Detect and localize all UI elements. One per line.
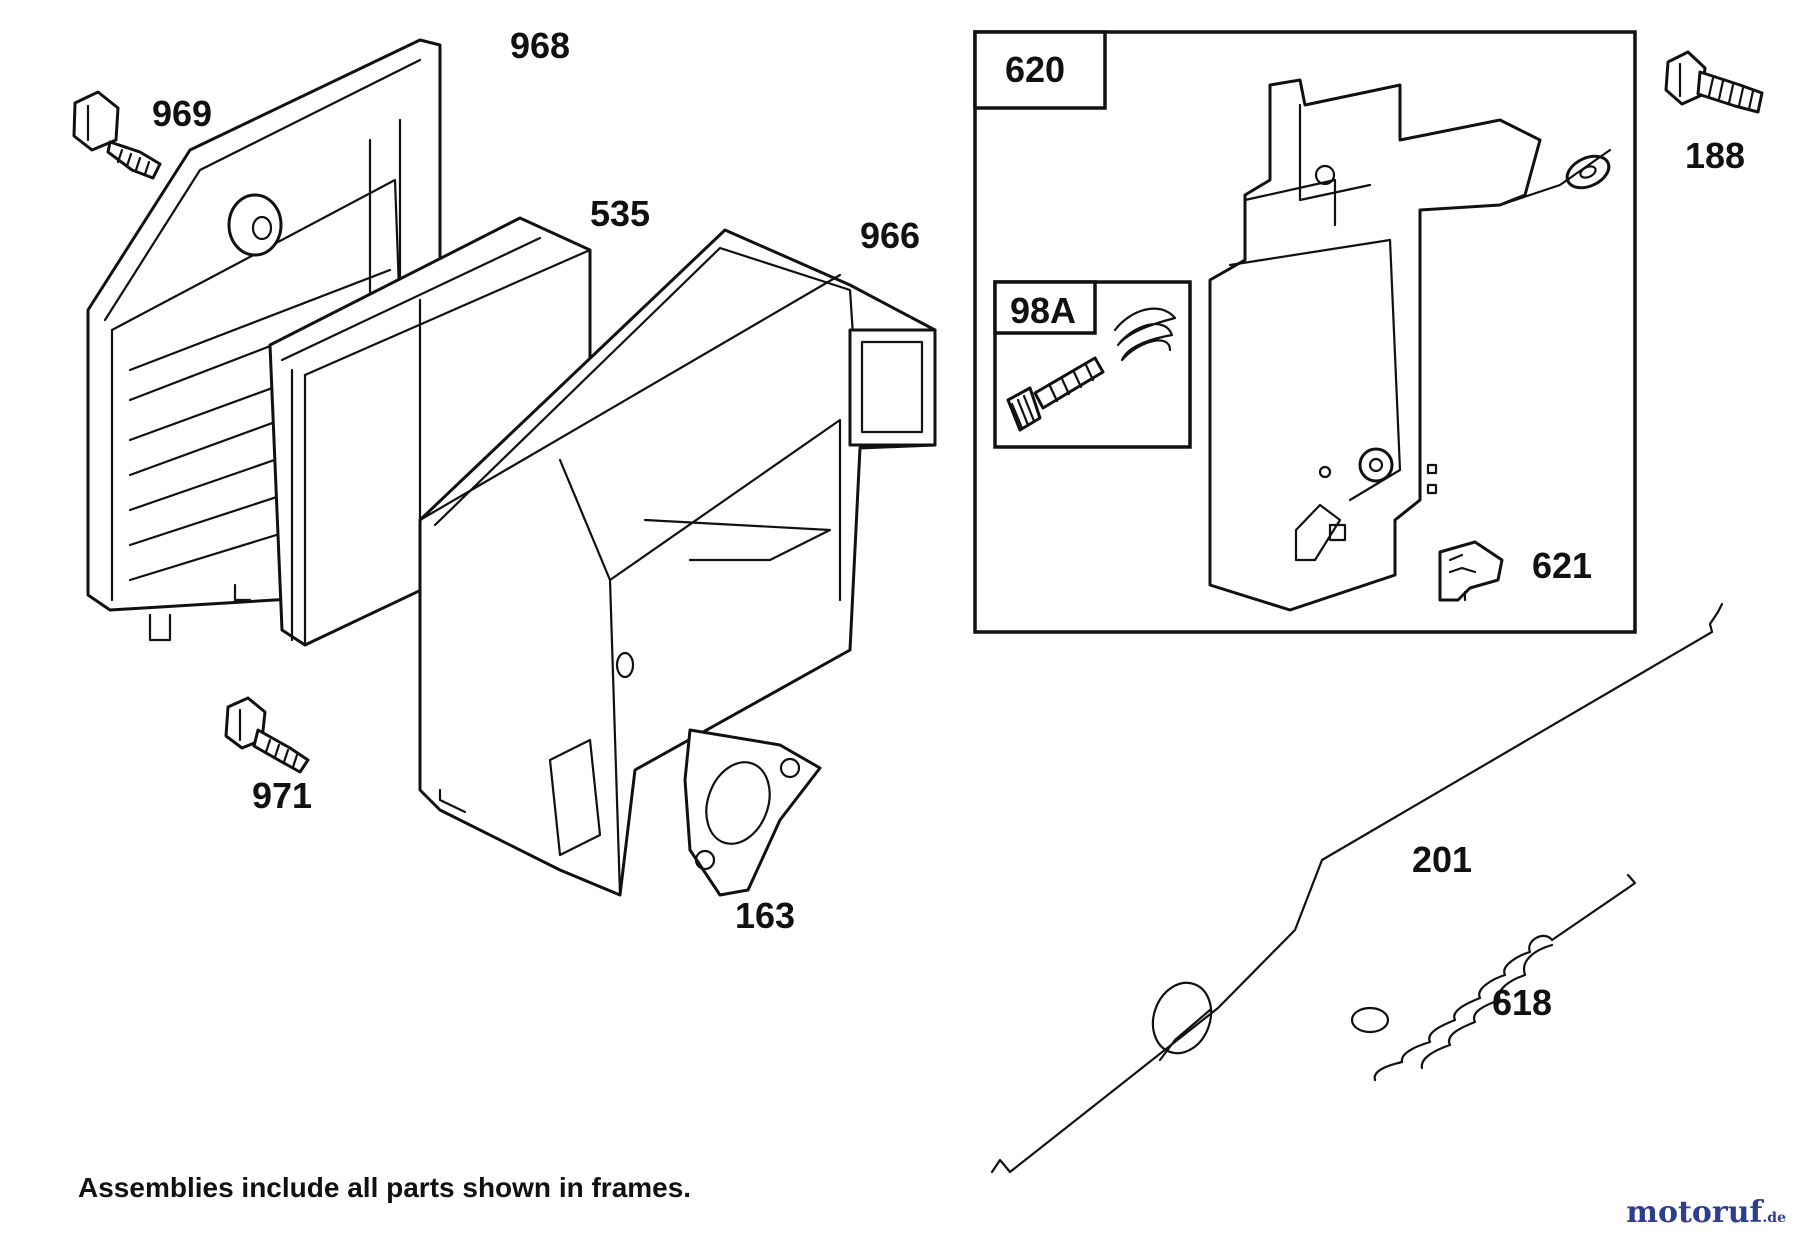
part-number-968: 968 — [510, 25, 571, 66]
adjusting-screw-98a — [1006, 307, 1177, 432]
frame-tab-620 — [973, 30, 1107, 110]
part-number-188: 188 — [1685, 135, 1746, 176]
watermark-name: motoruf — [1626, 1195, 1763, 1230]
governor-link-201 — [990, 602, 1724, 1174]
part-number-201: 201 — [1412, 839, 1473, 880]
part-number-163: 163 — [735, 895, 796, 936]
part-number-618: 618 — [1492, 982, 1553, 1023]
screw-969 — [72, 90, 162, 180]
gasket-163 — [683, 728, 822, 897]
part-number-969: 969 — [152, 93, 213, 134]
footer-note: Assemblies include all parts shown in fr… — [78, 1172, 692, 1203]
governor-control-bracket-620 — [1208, 78, 1612, 612]
watermark-logo: motoruf.de — [1626, 1195, 1786, 1230]
part-number-971: 971 — [252, 775, 313, 816]
part-number-98a: 98A — [1010, 290, 1077, 331]
part-number-620: 620 — [1005, 49, 1066, 90]
watermark-tld: .de — [1762, 1210, 1786, 1226]
spring-618 — [1350, 873, 1637, 1082]
air-filter-cover-966 — [418, 228, 937, 897]
clip-621 — [1438, 540, 1504, 602]
bolt-188 — [1664, 50, 1764, 114]
part-number-966: 966 — [860, 215, 921, 256]
part-number-621: 621 — [1532, 545, 1593, 586]
frame-tab-98a — [993, 280, 1097, 335]
part-number-535: 535 — [590, 193, 651, 234]
screw-971 — [224, 696, 310, 774]
